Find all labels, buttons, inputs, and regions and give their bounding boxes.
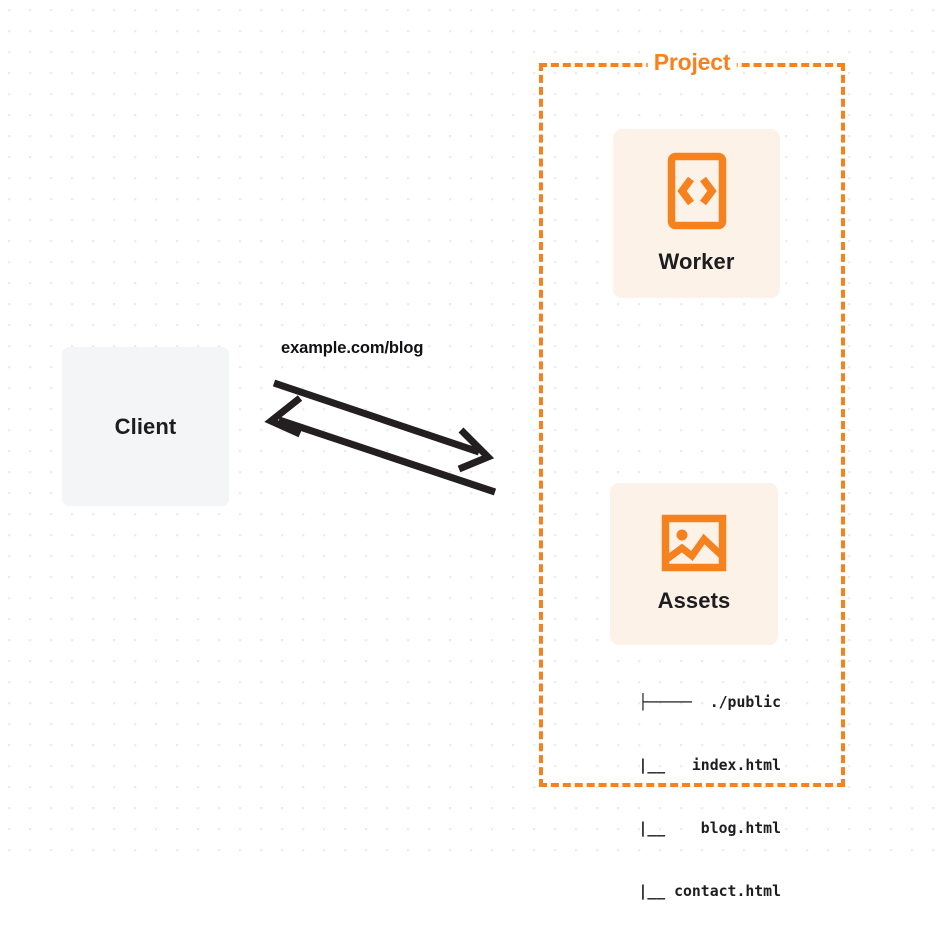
client-node-label: Client: [114, 413, 177, 439]
project-group-container: Project: [539, 48, 845, 787]
connector-label: example.com/blog: [281, 339, 424, 357]
project-group-label: Project: [647, 48, 737, 76]
code-brackets-icon: [667, 152, 727, 230]
assets-card-label: Assets: [657, 588, 731, 613]
assets-card[interactable]: Assets: [610, 483, 778, 645]
image-icon: [661, 514, 727, 572]
client-node[interactable]: Client: [62, 347, 229, 506]
file-tree-row: ├───── ./public: [638, 694, 781, 711]
file-tree-row: |__ index.html: [585, 757, 781, 774]
asset-file-tree: ├───── ./public |__ index.html |__ blog.…: [585, 650, 781, 944]
arrow-left-icon: [264, 395, 497, 496]
worker-card[interactable]: Worker: [613, 129, 780, 298]
arrow-right-icon: [272, 379, 495, 473]
file-tree-row: |__ blog.html: [585, 820, 781, 837]
file-tree-row: |__ contact.html: [585, 883, 781, 900]
worker-card-label: Worker: [658, 249, 735, 274]
diagram-canvas: Client example.com/blog Project Worker: [0, 0, 938, 900]
